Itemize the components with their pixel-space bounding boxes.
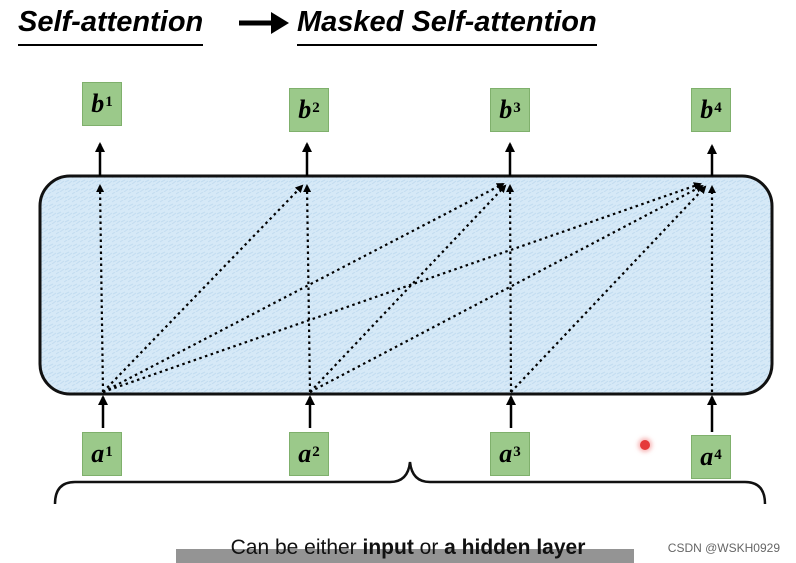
input-arrows: [98, 395, 717, 432]
subtitle-band: [176, 549, 634, 563]
right-arrow-icon: [239, 12, 289, 34]
watermark: CSDN @WSKH0929: [667, 541, 780, 555]
caption: Can be either input or a hidden layer: [0, 536, 796, 560]
cursor-indicator: [640, 440, 650, 450]
attention-layer: [38, 174, 774, 396]
caption-bold-input: input: [362, 536, 414, 559]
caption-bold-hidden-layer: a hidden layer: [444, 536, 586, 559]
caption-prefix: Can be either: [230, 536, 363, 559]
title-masked-self-attention: Masked Self-attention: [297, 4, 597, 46]
caption-middle: or: [413, 536, 445, 559]
brace-icon: [53, 461, 767, 505]
title-self-attention: Self-attention: [18, 4, 204, 46]
attention-connections: [96, 182, 716, 394]
output-arrows: [95, 142, 717, 176]
